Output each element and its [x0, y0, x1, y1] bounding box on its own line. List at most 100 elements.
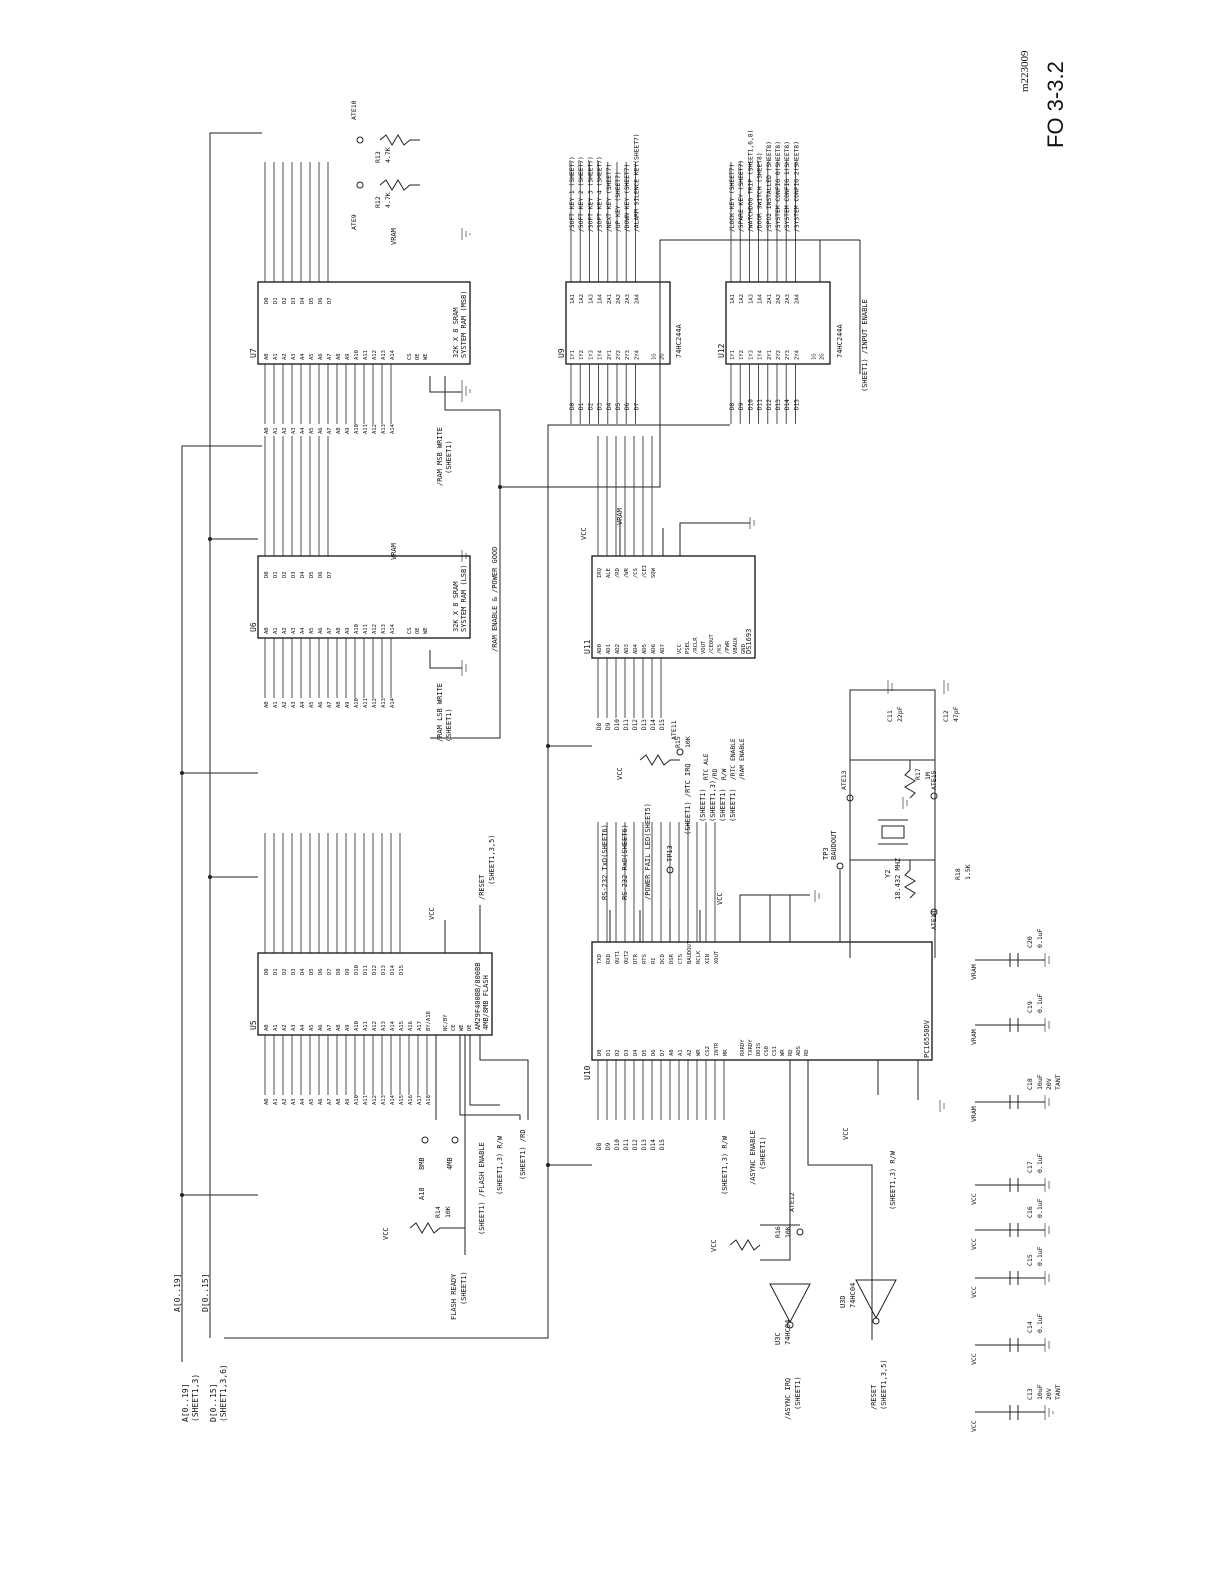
- u12-data-label: D15: [793, 399, 800, 410]
- resistor-ref: R17: [914, 768, 922, 780]
- capacitor-ref: C14: [1026, 1321, 1034, 1333]
- reset-bottom-ref: (SHEET1,3,5): [880, 1359, 888, 1410]
- tp13-label: TP13: [666, 845, 674, 862]
- u7-bus-label: A8: [336, 427, 342, 434]
- rs232-tx-label: RS-232 TxD(SHEET6): [601, 824, 609, 900]
- capacitor-value: 47pF: [952, 706, 960, 722]
- u7-pin-d1: D1: [273, 297, 279, 304]
- u12-data-label: D14: [784, 399, 791, 410]
- u6-pin-d1: D1: [273, 571, 279, 578]
- u7-pin-a1: A1: [273, 353, 279, 360]
- u10-pin-dsr: DSR: [669, 953, 675, 964]
- u7-pin-a6: A6: [318, 353, 324, 360]
- power-fail-label: /POWER FAIL LED(SHEET5): [644, 803, 652, 900]
- u3c-type: 74HC04: [784, 1320, 792, 1345]
- resistor-value: 1.5K: [964, 864, 972, 880]
- u7-pin-d7: D7: [327, 297, 333, 304]
- decoupling-rail-label: VCC: [970, 1286, 978, 1298]
- u12-pin-1y3: 1Y3: [748, 350, 754, 360]
- u6-bus-label: A6: [318, 701, 324, 708]
- u9-desc1: 74HC244A: [675, 323, 683, 358]
- tp3-label: TP3: [822, 847, 830, 860]
- u10-ctrl-cs0: CS0: [764, 1046, 770, 1056]
- u5-pin-a2: A2: [282, 1024, 288, 1031]
- u11-data-label: D9: [605, 722, 612, 730]
- u12-data-label: D8: [729, 402, 736, 410]
- u11-pin-irq: IRQ: [597, 568, 603, 578]
- u5-bus-label: A17: [417, 1095, 423, 1105]
- async-irq-label: /ASYNC IRQ: [784, 1378, 792, 1420]
- u10-pin-d4: D4: [633, 1049, 639, 1056]
- u10-pin-dtr: DTR: [633, 953, 639, 964]
- u7-bus-label: A7: [327, 427, 333, 434]
- vram-u11: VRAM: [616, 508, 624, 525]
- u5-pin-a17: A17: [417, 1021, 423, 1031]
- u12-data-label: D12: [766, 399, 773, 410]
- u5-pin-d5: D5: [309, 968, 315, 975]
- u10-pin-rxd: RXD: [606, 954, 612, 964]
- baudout-label: BAUDOUT: [830, 830, 838, 860]
- u5-bus-label: A1: [273, 1098, 279, 1105]
- 4mb-label: 4MB: [446, 1157, 454, 1170]
- u5-desc1: AM29F400BB/800BB: [474, 963, 482, 1030]
- u9-signal-label: /SOFT KEY 1 (SHEET7): [569, 156, 576, 232]
- vcc-uart-bottom: VCC: [842, 1127, 850, 1140]
- u7-bus-label: A0: [264, 427, 270, 434]
- addr-bus-name: A[0..19]: [173, 1273, 182, 1312]
- u7-desc1: 32K X 8 SRAM: [452, 307, 460, 358]
- address-bus-wires: [181, 132, 730, 1362]
- u5-pin-a7: A7: [327, 1024, 333, 1031]
- u11-pin-ad0: AD0: [597, 644, 603, 654]
- u11-data-label: D8: [596, 722, 603, 730]
- u10-pin-xout: XOUT: [714, 950, 720, 964]
- u5-bus-label: A3: [291, 1098, 297, 1105]
- u9-data-label: D0: [569, 402, 576, 410]
- u6-ctrl-oe: OE: [415, 627, 421, 634]
- u10-ctrl-cs1: CS1: [772, 1046, 778, 1056]
- u7-bus-label: A1: [273, 427, 279, 434]
- u5-pin-d12: D12: [372, 965, 378, 975]
- u11-net-label: /RTC ENABLE: [730, 738, 737, 780]
- u9-pin-1a3: 1A3: [588, 294, 594, 304]
- u10-data-label: D12: [632, 1139, 639, 1150]
- u12-desc1: 74HC244A: [836, 323, 844, 358]
- u7-pin-a0: A0: [264, 353, 270, 360]
- u9-buffer-body: [565, 281, 671, 365]
- u5-pin-d7: D7: [327, 968, 333, 975]
- ram-lsb-write-label: /RAM LSB WRITE: [436, 683, 444, 742]
- u10-pin-d6: D6: [651, 1049, 657, 1056]
- u7-bus-label: A12: [372, 424, 378, 434]
- u12-buffer-body: [725, 281, 831, 365]
- reset-bottom-label: /RESET: [870, 1384, 878, 1410]
- u5-pin-a13: A13: [381, 1021, 387, 1031]
- u6-bus-label: A4: [300, 701, 306, 708]
- u6-bus-label: A8: [336, 701, 342, 708]
- u10-pin-rclk: RCLK: [696, 950, 702, 964]
- u10-ctrl-ads: ADS: [796, 1046, 802, 1056]
- u5-pin-a9: A9: [345, 1024, 351, 1031]
- capacitor-ref: C13: [1026, 1388, 1034, 1400]
- u10-pin-cts: CTS: [678, 954, 684, 964]
- u5-ref: U5: [249, 1020, 258, 1030]
- u6-bus-label: A13: [381, 698, 387, 708]
- u6-pin-a8: A8: [336, 627, 342, 634]
- u5-pin-a16: A16: [408, 1021, 414, 1031]
- u11-data-label: D10: [614, 719, 621, 730]
- u11-pin-ad5: AD5: [642, 644, 648, 654]
- u6-pin-d7: D7: [327, 571, 333, 578]
- vram-u7: VRAM: [390, 228, 398, 245]
- u5-pin-a14: A14: [390, 1020, 396, 1031]
- u12-pin-1y4: 1Y4: [758, 349, 764, 360]
- u11-pin-ad1: AD1: [606, 644, 612, 654]
- u11-ctrl-gnd: GND: [741, 644, 747, 654]
- u11-data-label: D14: [650, 719, 657, 730]
- u7-ctrl-oe: OE: [415, 353, 421, 360]
- u9-pin-1y3: 1Y3: [588, 350, 594, 360]
- u6-bus-label: A11: [363, 698, 369, 708]
- u10-pin-a1: A1: [678, 1049, 684, 1056]
- u6-bus-label: A14: [390, 697, 396, 708]
- u9-signal-label: /UP KEY (SHEET7): [615, 171, 622, 232]
- u10-desc1: PC16550DV: [923, 1019, 931, 1058]
